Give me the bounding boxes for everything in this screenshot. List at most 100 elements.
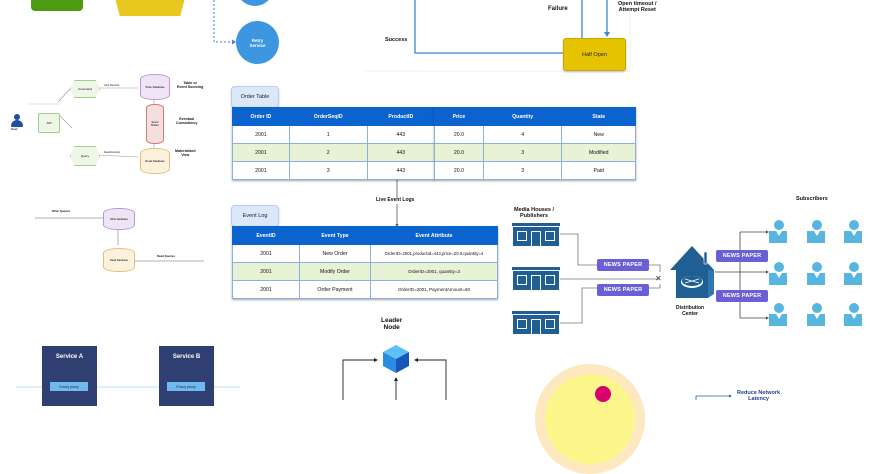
half-open-node: Half Open (563, 38, 626, 71)
reduce-latency-arrow (695, 395, 730, 400)
table-row: 20.0 3 Paid (434, 161, 636, 180)
retry-arrowhead (232, 39, 236, 45)
command-label: Command (78, 87, 92, 91)
note-eventual-consistency: Eventual Consistency (176, 117, 198, 126)
command-node: Command (70, 80, 100, 98)
event-broker-cylinder: Event Broker (146, 104, 164, 144)
replication-write-db-label: Write Database (110, 217, 128, 221)
subscribers-label: Subscribers (796, 196, 828, 202)
subscriber-icon (768, 219, 788, 243)
cqrs-api-query-edge (57, 113, 73, 129)
event-log-header: EventID Event Type Event Attribute (232, 226, 498, 245)
col-state: State (561, 107, 636, 126)
order-table-tab: Order Table (231, 86, 279, 108)
service-a-box: Service A (42, 346, 97, 406)
service-b-label: Service B (172, 354, 201, 360)
table-row: 20.0 4 New (434, 125, 636, 144)
retry-service-label: Retry Service (249, 37, 266, 48)
retry-service-node: Retry Service (236, 21, 279, 64)
publisher-building-3 (512, 311, 560, 335)
leader-node-cube-icon (382, 344, 410, 374)
col-order-id: Order ID (232, 107, 290, 126)
table-row: 2001 3 443 (232, 161, 436, 180)
follower-right-edge (416, 359, 447, 400)
write-database-cylinder: Write Database (140, 74, 170, 100)
publisher-3-edge (560, 284, 661, 324)
api-node: API (38, 113, 60, 133)
query-label: Query (80, 154, 90, 158)
event-log-table: EventID Event Type Event Attribute 2001 … (232, 226, 498, 299)
order-table-header-right: Price Quantity State (434, 107, 636, 126)
publisher-building-1 (512, 223, 560, 247)
order-table-right: Price Quantity State 20.0 4 New 20.0 3 M… (434, 107, 636, 180)
connector-layer (16, 0, 769, 400)
order-table-header: Order ID OrderSeqID ProductID (232, 107, 436, 126)
news-paper-badge-right-2: NEWS PAPER (716, 290, 768, 302)
user-icon (11, 114, 23, 128)
subscriber-icon (843, 261, 863, 285)
write-records-label: write Records (104, 84, 120, 87)
replication-write-db: Write Database (103, 208, 135, 230)
publisher-1-edge (560, 233, 661, 272)
service-b-box: Service B (159, 346, 214, 406)
replication-read-db: Read Database (103, 248, 135, 272)
read-queries-label: Read Queries (157, 254, 176, 258)
api-label: API (46, 121, 52, 125)
order-table-title: Order Table (240, 94, 270, 100)
subscriber-icon (806, 261, 826, 285)
write-db-label: Write Database (145, 85, 165, 89)
table-row: 2001 1 443 (232, 125, 436, 144)
col-price: Price (434, 107, 484, 126)
open-timeout-arrowhead (604, 32, 610, 37)
junction-icon: ✕ (655, 274, 662, 283)
success-connector (414, 0, 563, 54)
write-queries-label: Write Queries (52, 209, 71, 213)
leader-node-label: Leader Node (381, 317, 403, 332)
subscriber-icon (843, 302, 863, 326)
table-row: 2001 2 443 (232, 143, 436, 162)
query-node: Query (70, 146, 100, 166)
col-event-id: EventID (232, 226, 300, 245)
user-label: User (11, 127, 18, 131)
read-db-label: Read Database (145, 159, 165, 163)
cqrs-query-read-edge (96, 154, 139, 158)
news-paper-badge-left-2: NEWS PAPER (597, 284, 649, 296)
event-log-title: Event Log (242, 213, 268, 219)
open-timeout-label: Open timeout / Attempt Reset (618, 1, 657, 14)
note-materialized-view: Materialized View (175, 149, 196, 158)
success-label: Success (385, 37, 408, 43)
distribution-center-icon (668, 244, 716, 302)
news-paper-badge-right-1: NEWS PAPER (716, 250, 768, 262)
table-row: 20.0 3 Modified (434, 143, 636, 162)
retry-service-node-top (236, 0, 274, 6)
cdn-inner-circle (545, 374, 635, 464)
subscriber-icon (768, 261, 788, 285)
subscriber-icon (806, 302, 826, 326)
half-open-label: Half Open (582, 51, 607, 58)
order-table: Order ID OrderSeqID ProductID 2001 1 443… (232, 107, 436, 180)
subscriber-icon (806, 219, 826, 243)
cqrs-api-command-edge (57, 88, 71, 103)
read-database-cylinder: Read Database (140, 148, 170, 174)
green-state-node (31, 0, 83, 11)
note-event-sourcing: Table or Event Sourcing (177, 81, 204, 90)
service-b-proxy: Envoy proxy (167, 382, 205, 391)
subscriber-icon (843, 219, 863, 243)
replication-read-db-label: Read Database (109, 258, 129, 262)
publisher-building-2 (512, 267, 560, 291)
table-row: 2001 Order Payment OrderID=2001, Payment… (232, 280, 498, 299)
cdn-origin-dot (595, 386, 611, 402)
table-row: 2001 New Order OrderID=2001,productId=44… (232, 244, 498, 263)
col-event-attribute: Event Attribute (370, 226, 498, 245)
read-records-label: Read Records (104, 151, 120, 154)
publishers-label: Media Houses / Publishers (514, 207, 555, 220)
subscriber-icon (768, 302, 788, 326)
col-product-id: ProductID (366, 107, 436, 126)
reduce-latency-label: Reduce Network Latency (737, 390, 781, 403)
service-a-proxy: Envoy proxy (50, 382, 88, 391)
retry-dashed-connector (213, 0, 232, 43)
yellow-state-node (114, 0, 186, 16)
col-event-type: Event Type (299, 226, 371, 245)
col-quantity: Quantity (482, 107, 563, 126)
distribution-center-label: Distribution Center (676, 305, 705, 317)
